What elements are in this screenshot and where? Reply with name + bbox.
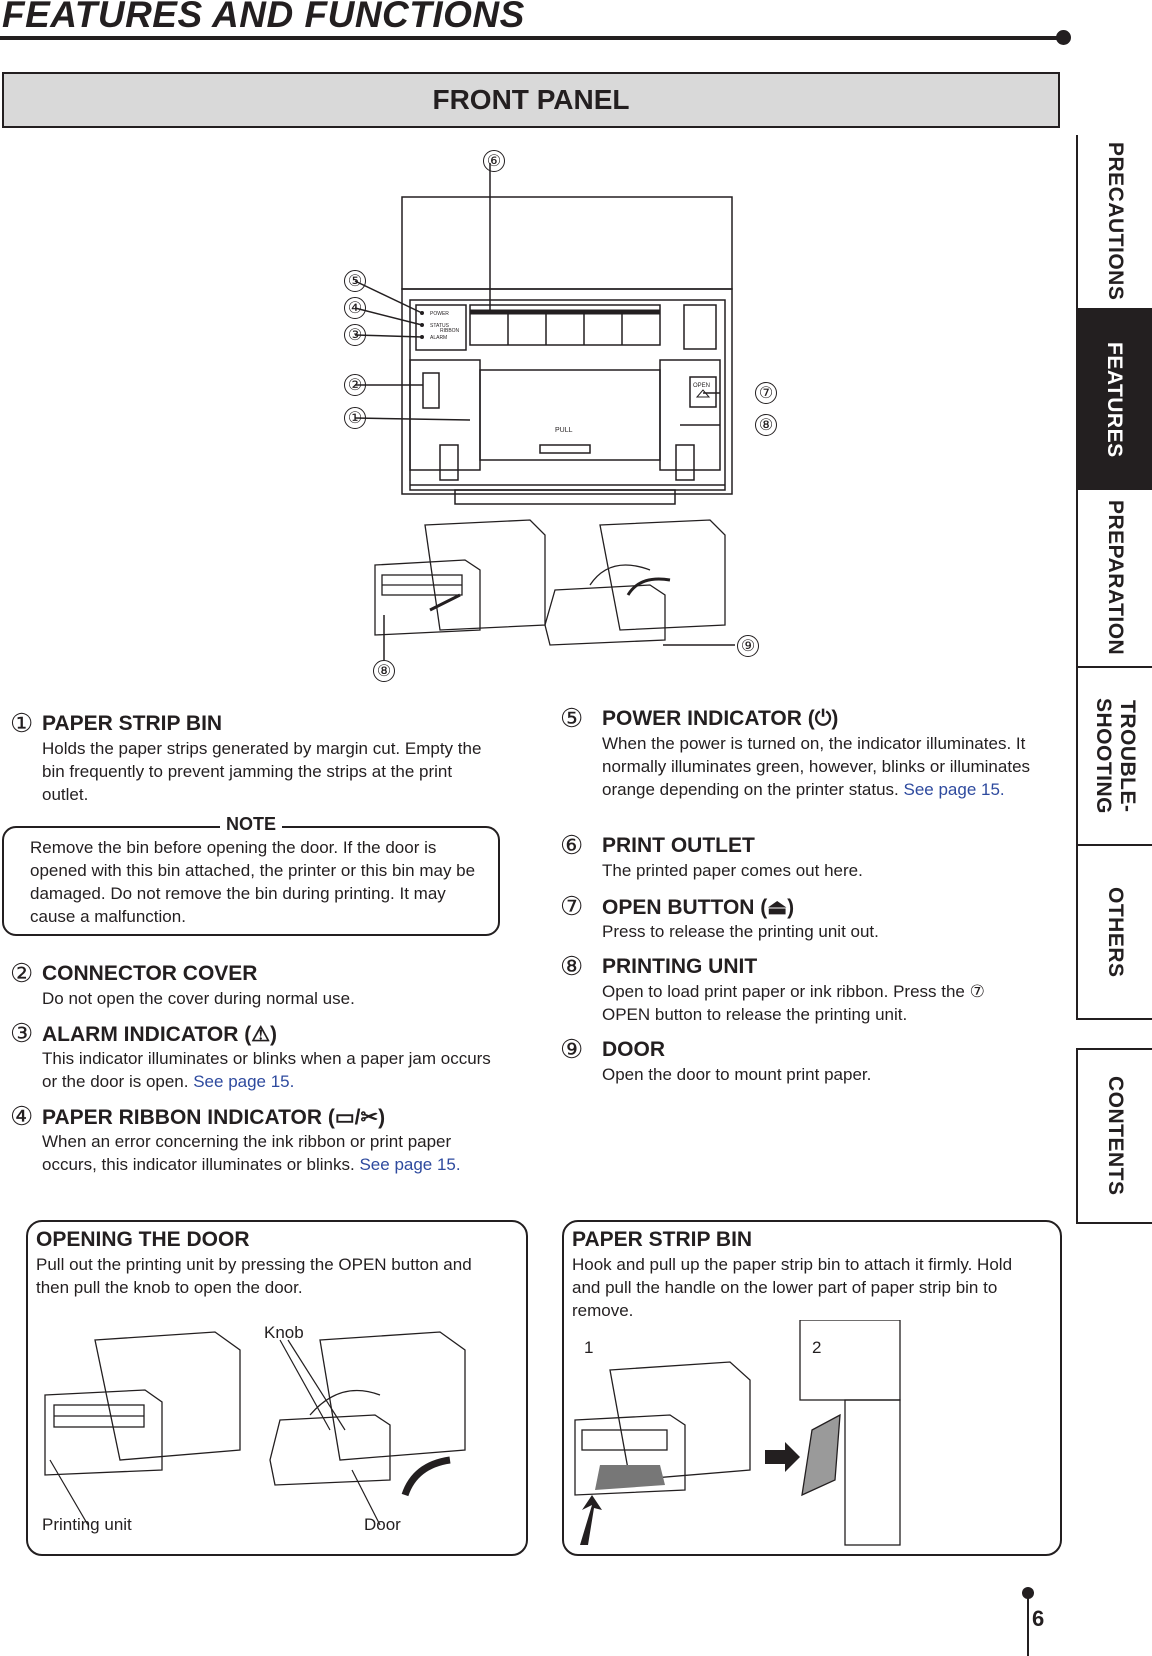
printing-unit-label: Printing unit [42, 1515, 132, 1534]
callout-8: ⑧ [755, 414, 777, 436]
item-4-link[interactable]: See page 15. [359, 1155, 461, 1174]
item-9-number: ⑨ [560, 1034, 584, 1064]
item-4-title: PAPER RIBBON INDICATOR (▭/✂) [42, 1105, 385, 1130]
item-5-number: ⑤ [560, 703, 584, 733]
item-3-link[interactable]: See page 15. [193, 1072, 295, 1091]
tab-label: OTHERS [1104, 886, 1127, 978]
tab-label: PRECAUTIONS [1104, 142, 1127, 301]
item-4-title-end: ) [378, 1106, 386, 1129]
power-icon: ⏻ [814, 707, 832, 730]
item-6-number: ⑥ [560, 830, 584, 860]
item-6-title: PRINT OUTLET [602, 834, 755, 857]
item-3-number: ③ [10, 1018, 34, 1048]
page-number: 6 [1032, 1606, 1045, 1631]
open-label: OPEN [693, 383, 710, 389]
tab-contents[interactable]: CONTENTS [1076, 1048, 1152, 1224]
item-5-title: POWER INDICATOR (⏻) [602, 707, 838, 731]
item-5-body-text: When the power is turned on, the indicat… [602, 734, 1031, 799]
paper-strip-bin-box [562, 1220, 1062, 1556]
item-2-body: Do not open the cover during normal use. [42, 989, 355, 1008]
paper-strip-bin-text: Hook and pull up the paper strip bin to … [572, 1255, 1013, 1320]
item-8-number: ⑧ [560, 951, 584, 981]
item-5-body: When the power is turned on, the indicat… [602, 732, 1062, 801]
tab-features[interactable]: FEATURES [1076, 310, 1152, 490]
door-label: Door [364, 1515, 401, 1534]
tab-precautions[interactable]: PRECAUTIONS [1076, 135, 1152, 310]
item-9-title: DOOR [602, 1038, 665, 1061]
item-3-body: This indicator illuminates or blinks whe… [42, 1047, 492, 1093]
page-number-rule [1027, 1592, 1029, 1656]
item-3-title-end: ) [270, 1023, 278, 1046]
callout-8-unit: ⑧ [373, 660, 395, 682]
callout-leaders [383, 615, 735, 660]
power-label: POWER [430, 311, 449, 317]
ribbon-label: RIBBON [440, 328, 460, 334]
tab-troubleshooting[interactable]: TROUBLE- SHOOTING [1076, 668, 1152, 846]
pull-label: PULL [555, 427, 573, 434]
note-text: Remove the bin before opening the door. … [30, 838, 476, 926]
item-7-body: Press to release the printing unit out. [602, 922, 879, 941]
step-1-label: 1 [584, 1338, 594, 1357]
item-7-title: OPEN BUTTON (⏏) [602, 895, 794, 920]
item-5-title-text: POWER INDICATOR ( [602, 707, 815, 730]
ribbon-paper-icon: ▭/✂ [334, 1106, 379, 1129]
callout-5: ⑤ [344, 270, 366, 292]
item-4-title-text: PAPER RIBBON INDICATOR ( [42, 1106, 335, 1129]
callout-3: ③ [344, 324, 366, 346]
page-number-dot [1022, 1587, 1034, 1599]
callout-1: ① [344, 407, 366, 429]
item-2-title: CONNECTOR COVER [42, 962, 258, 985]
printer-front-illustration: POWER STATUS RIBBON ALARM OPEN PULL [354, 163, 733, 505]
item-5-link[interactable]: See page 15. [903, 780, 1005, 799]
note-label: NOTE [220, 814, 283, 835]
page-title: FEATURES AND FUNCTIONS [2, 0, 525, 35]
title-rule [0, 36, 1062, 40]
opening-door-illustration [44, 1331, 466, 1526]
item-4-body: When an error concerning the ink ribbon … [42, 1130, 497, 1176]
paper-strip-bin-illustration [574, 1320, 901, 1546]
callout-4: ④ [344, 297, 366, 319]
alarm-icon: ⚠ [251, 1023, 271, 1046]
status-label: STATUS [430, 323, 450, 329]
opening-door-box [26, 1220, 528, 1556]
paper-strip-bin-title: PAPER STRIP BIN [572, 1228, 753, 1251]
tab-preparation[interactable]: PREPARATION [1076, 490, 1152, 668]
callout-2: ② [344, 374, 366, 396]
knob-label: Knob [264, 1323, 304, 1342]
front-panel-title: FRONT PANEL [432, 84, 630, 115]
item-5-title-end: ) [831, 707, 839, 730]
printing-unit-door-illustration [374, 519, 726, 646]
item-1-body: Holds the paper strips generated by marg… [42, 739, 482, 804]
item-3-title-text: ALARM INDICATOR ( [42, 1023, 252, 1046]
tab-label: TROUBLE- SHOOTING [1092, 697, 1139, 814]
tab-label: PREPARATION [1104, 500, 1127, 656]
item-6-body: The printed paper comes out here. [602, 861, 863, 880]
front-panel-heading: FRONT PANEL [2, 72, 1060, 128]
item-1-title: PAPER STRIP BIN [42, 712, 223, 735]
item-9-body: Open the door to mount print paper. [602, 1065, 872, 1084]
item-7-number: ⑦ [560, 891, 584, 921]
title-rule-dot [1056, 30, 1071, 45]
item-4-body-text: When an error concerning the ink ribbon … [42, 1132, 452, 1174]
step-2-label: 2 [812, 1338, 822, 1357]
item-2-number: ② [10, 958, 34, 988]
opening-door-text: Pull out the printing unit by pressing t… [36, 1255, 472, 1297]
item-1-number: ① [10, 708, 34, 738]
tab-others[interactable]: OTHERS [1076, 846, 1152, 1020]
callout-7: ⑦ [755, 382, 777, 404]
eject-icon: ⏏ [767, 896, 788, 919]
item-8-title: PRINTING UNIT [602, 955, 758, 978]
item-8-body: Open to load print paper or ink ribbon. … [602, 982, 985, 1024]
item-4-number: ④ [10, 1101, 34, 1131]
tab-label: FEATURES [1103, 342, 1126, 458]
callout-9: ⑨ [737, 635, 759, 657]
item-7-title-end: ) [787, 896, 795, 919]
callout-6: ⑥ [483, 150, 505, 172]
item-3-title: ALARM INDICATOR (⚠) [42, 1022, 277, 1047]
item-7-title-text: OPEN BUTTON ( [602, 896, 768, 919]
tab-label: CONTENTS [1104, 1076, 1127, 1196]
opening-door-title: OPENING THE DOOR [36, 1228, 250, 1251]
alarm-label: ALARM [430, 335, 447, 341]
item-3-body-text: This indicator illuminates or blinks whe… [42, 1049, 491, 1091]
